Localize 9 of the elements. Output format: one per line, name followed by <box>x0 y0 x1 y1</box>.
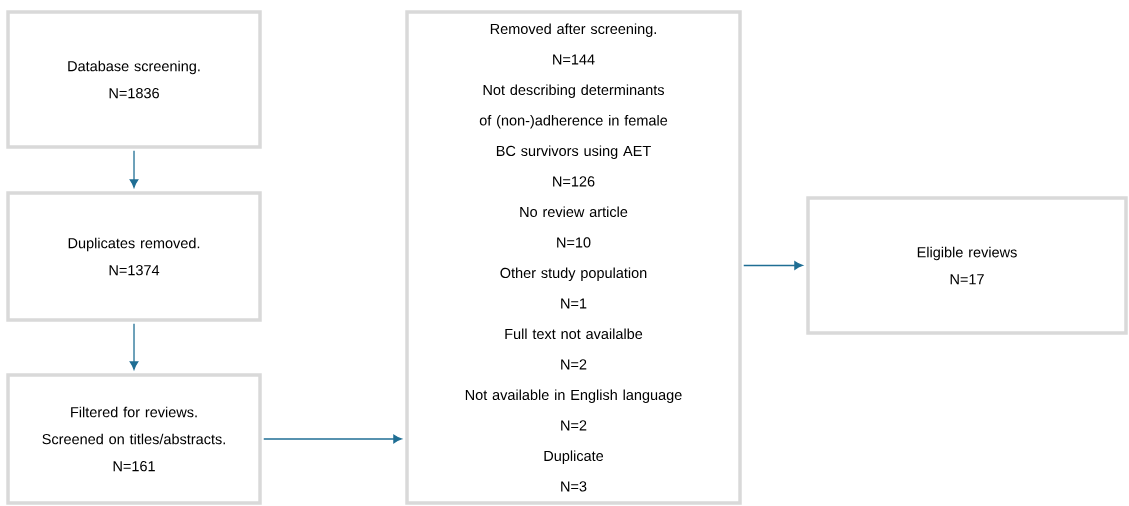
process-box: Duplicates removed. N=1374 <box>6 191 262 322</box>
process-box: Database screening. N=1836 <box>6 10 262 149</box>
arrow <box>129 150 139 188</box>
process-box: Removed after screening. N=144 Not describing determinants of (non-)adherence in female BC survivors using AET N=126 No review article N=10 Other study population N=1 Full text not availalbe N=2 Not available in English language N=2 Duplicate N=3 <box>405 10 742 505</box>
process-box: Filtered for reviews. Screened on titles/abstracts. N=161 <box>6 373 262 505</box>
arrow <box>263 434 402 444</box>
process-box: Eligible reviews N=17 <box>806 196 1128 335</box>
arrow <box>129 323 139 370</box>
arrow <box>743 261 803 270</box>
